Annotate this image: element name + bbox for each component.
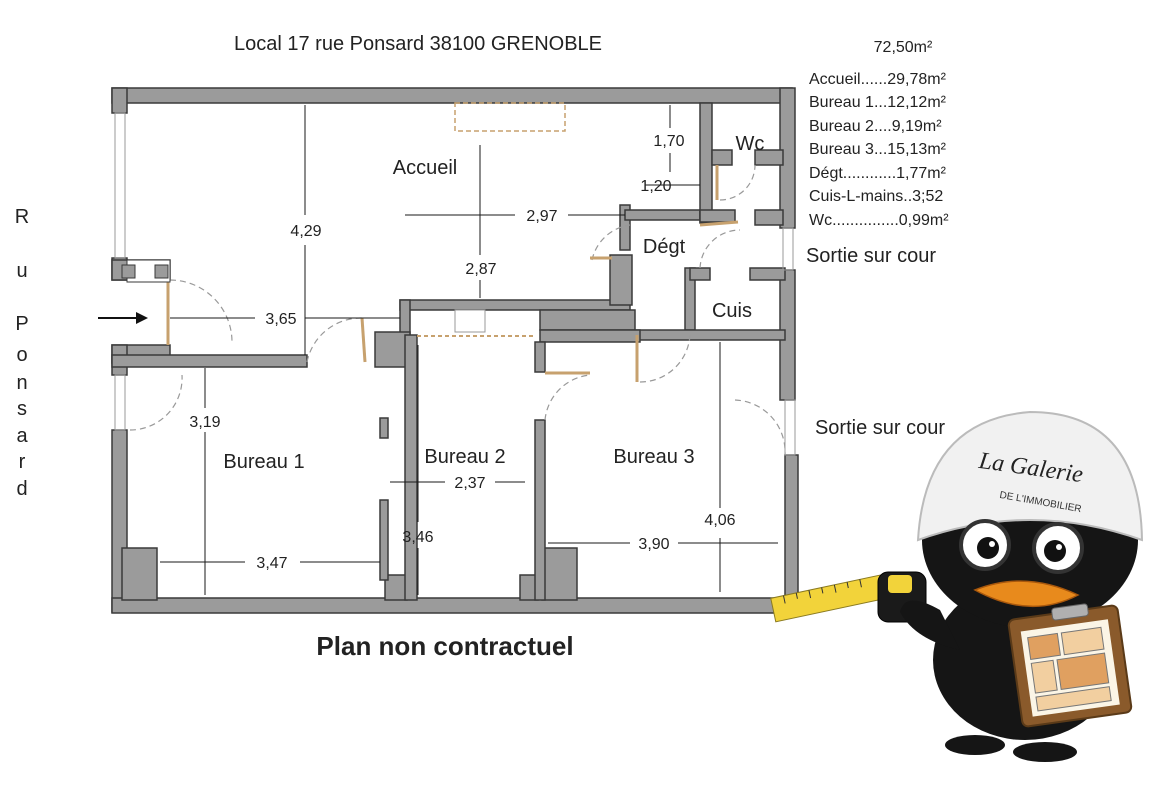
door-leaves bbox=[166, 165, 739, 382]
street-letter: d bbox=[16, 478, 27, 500]
room-label-bureau-2: Bureau 2 bbox=[424, 446, 505, 468]
dimension-label: 2,97 bbox=[526, 208, 557, 225]
area-list: Accueil......29,78m² Bureau 1...12,12m² … bbox=[809, 71, 949, 229]
dimension-label: 3,19 bbox=[189, 414, 220, 431]
entry-arrow bbox=[98, 312, 148, 324]
dimension-label: 3,46 bbox=[402, 529, 433, 546]
room-label-accueil: Accueil bbox=[393, 157, 457, 179]
dimension-label: 1,20 bbox=[640, 178, 671, 195]
street-letter: u bbox=[16, 260, 27, 282]
area-item: Dégt............1,77m² bbox=[809, 165, 947, 182]
total-area: 72,50m² bbox=[874, 39, 933, 56]
street-letter: P bbox=[15, 313, 28, 335]
doors bbox=[129, 164, 786, 456]
dimension-label: 3,90 bbox=[638, 536, 669, 553]
windows bbox=[114, 102, 796, 456]
dimension-lines bbox=[160, 105, 778, 595]
area-item: Bureau 2....9,19m² bbox=[809, 118, 942, 135]
exit-label: Sortie sur cour bbox=[815, 417, 945, 439]
area-item: Bureau 3...15,13m² bbox=[809, 141, 947, 158]
dimension-label: 2,87 bbox=[465, 261, 496, 278]
room-label-bureau-3: Bureau 3 bbox=[613, 446, 694, 468]
street-letter: n bbox=[16, 372, 27, 394]
dimension-label: 4,06 bbox=[704, 512, 735, 529]
street-letter: o bbox=[16, 344, 27, 366]
area-item: Bureau 1...12,12m² bbox=[809, 94, 947, 111]
street-letter: a bbox=[16, 425, 28, 447]
walls bbox=[111, 87, 799, 614]
dimension-label: 3,47 bbox=[256, 555, 287, 572]
area-item: Accueil......29,78m² bbox=[809, 71, 947, 88]
dimension-label: 3,65 bbox=[265, 311, 296, 328]
dimension-labels: 1,70 1,20 4,29 2,97 2,87 3,65 3,19 2,37 … bbox=[189, 133, 735, 572]
plan-title: Local 17 rue Ponsard 38100 GRENOBLE bbox=[234, 33, 602, 55]
disclaimer: Plan non contractuel bbox=[316, 631, 573, 661]
mascot-illustration: La Galerie DE L'IMMOBILIER bbox=[770, 410, 1144, 762]
room-label-degt: Dégt bbox=[643, 236, 686, 258]
street-letter: R bbox=[15, 206, 29, 228]
dimension-label: 4,29 bbox=[290, 223, 321, 240]
dimension-label: 2,37 bbox=[454, 475, 485, 492]
street-label: R u P o n s a r d bbox=[15, 206, 29, 500]
room-label-cuis: Cuis bbox=[712, 300, 752, 322]
dimension-label: 1,70 bbox=[653, 133, 684, 150]
area-item: Wc...............0,99m² bbox=[809, 212, 949, 229]
room-label-wc: Wc bbox=[736, 133, 765, 155]
room-label-bureau-1: Bureau 1 bbox=[223, 451, 304, 473]
exit-label: Sortie sur cour bbox=[806, 245, 936, 267]
street-letter: s bbox=[17, 398, 27, 420]
street-letter: r bbox=[19, 451, 26, 473]
area-item: Cuis-L-mains..3;52 bbox=[809, 188, 943, 205]
